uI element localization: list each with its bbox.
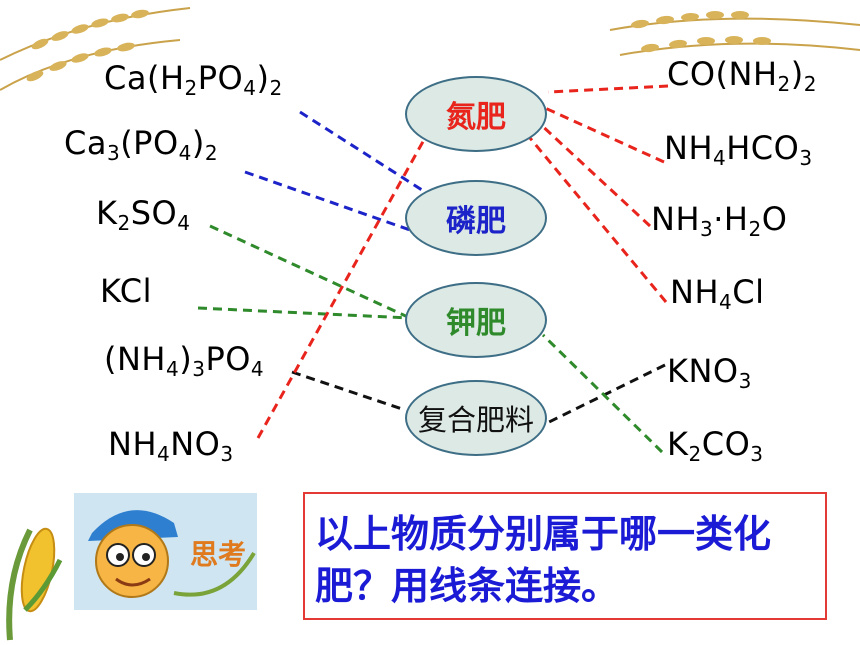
thinking-cartoon: 思考 [74,493,257,610]
question-text: 以上物质分别属于哪一类化肥？用线条连接。 [315,512,772,608]
question-box: 以上物质分别属于哪一类化肥？用线条连接。 [303,492,827,620]
connection-co_nh2_2-to-nitrogen [547,84,669,94]
potash-fertilizer-label: 钾肥 [446,306,506,341]
connection-ca_h2po4_2-to-phosphorus [299,110,423,192]
formula-nh4-3po4: (NH4)3PO4 [104,340,265,381]
formula-nh3-h2o: NH3·H2O [651,200,788,241]
potash-fertilizer-node: 钾肥 [405,282,547,358]
connection-nh4cl-to-nitrogen [528,137,668,303]
compound-fertilizer-node: 复合肥料 [405,380,547,456]
phosphate-fertilizer-node: 磷肥 [405,180,547,256]
nitrogen-fertilizer-label: 氮肥 [446,100,506,135]
formula-co-nh2-2: CO(NH2)2 [667,55,817,96]
connection-k2so4-to-potassium [209,224,411,320]
formula-kno3: KNO3 [667,352,752,393]
cartoon-boy-icon [88,510,178,598]
nitrogen-fertilizer-node: 氮肥 [405,76,547,152]
connection-ca3_po4_2-to-phosphorus [244,170,411,232]
corn-decoration [6,527,63,641]
formula-k2so4: K2SO4 [96,194,191,235]
connection-nh4hco3-to-nitrogen [544,106,665,164]
compound-fertilizer-label: 复合肥料 [417,403,534,437]
connection-nh4no3-to-nitrogen [256,137,427,439]
phosphate-fertilizer-label: 磷肥 [446,204,506,239]
formula-nh4no3: NH4NO3 [108,425,234,466]
formula-ca-h2po4-2: Ca(H2PO4)2 [104,59,283,100]
wheat-decoration-right [609,11,860,56]
formula-ca3-po4-2: Ca3(PO4)2 [64,124,219,165]
formula-nh4hco3: NH4HCO3 [664,129,813,170]
formula-nh4cl: NH4Cl [670,273,765,314]
connection-k2co3-to-potassium [541,333,664,454]
connection-kcl-to-potassium [197,306,411,320]
think-label: 思考 [190,538,247,571]
connection-nh4_3po4-to-compound [291,370,406,412]
formula-kcl: KCl [100,272,152,310]
thought-swoosh-icon [173,551,256,597]
formula-k2co3: K2CO3 [667,425,764,466]
wheat-decoration-left [0,7,191,91]
connection-nh3_h2o-to-nitrogen [536,120,652,228]
